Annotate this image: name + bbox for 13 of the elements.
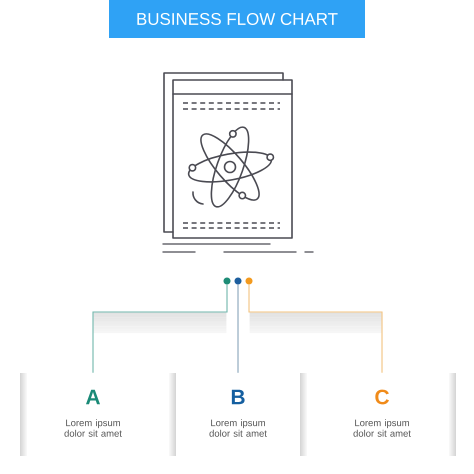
dot xyxy=(224,278,230,284)
body-text: Lorem ipsum dolor sit amet xyxy=(353,419,411,437)
letter-heading: A xyxy=(86,390,100,404)
body-text: Lorem ipsum dolor sit amet xyxy=(64,419,122,437)
connector-line xyxy=(248,284,383,373)
title-banner: BUSINESS FLOW CHART xyxy=(109,0,365,38)
letter-heading: B xyxy=(232,390,245,404)
dot xyxy=(234,278,242,284)
dot xyxy=(246,278,252,284)
body-text: Lorem ipsum dolor sit amet xyxy=(209,419,267,437)
letter-heading: C xyxy=(375,390,389,404)
connector-line xyxy=(237,284,239,373)
connector-line xyxy=(92,284,228,373)
